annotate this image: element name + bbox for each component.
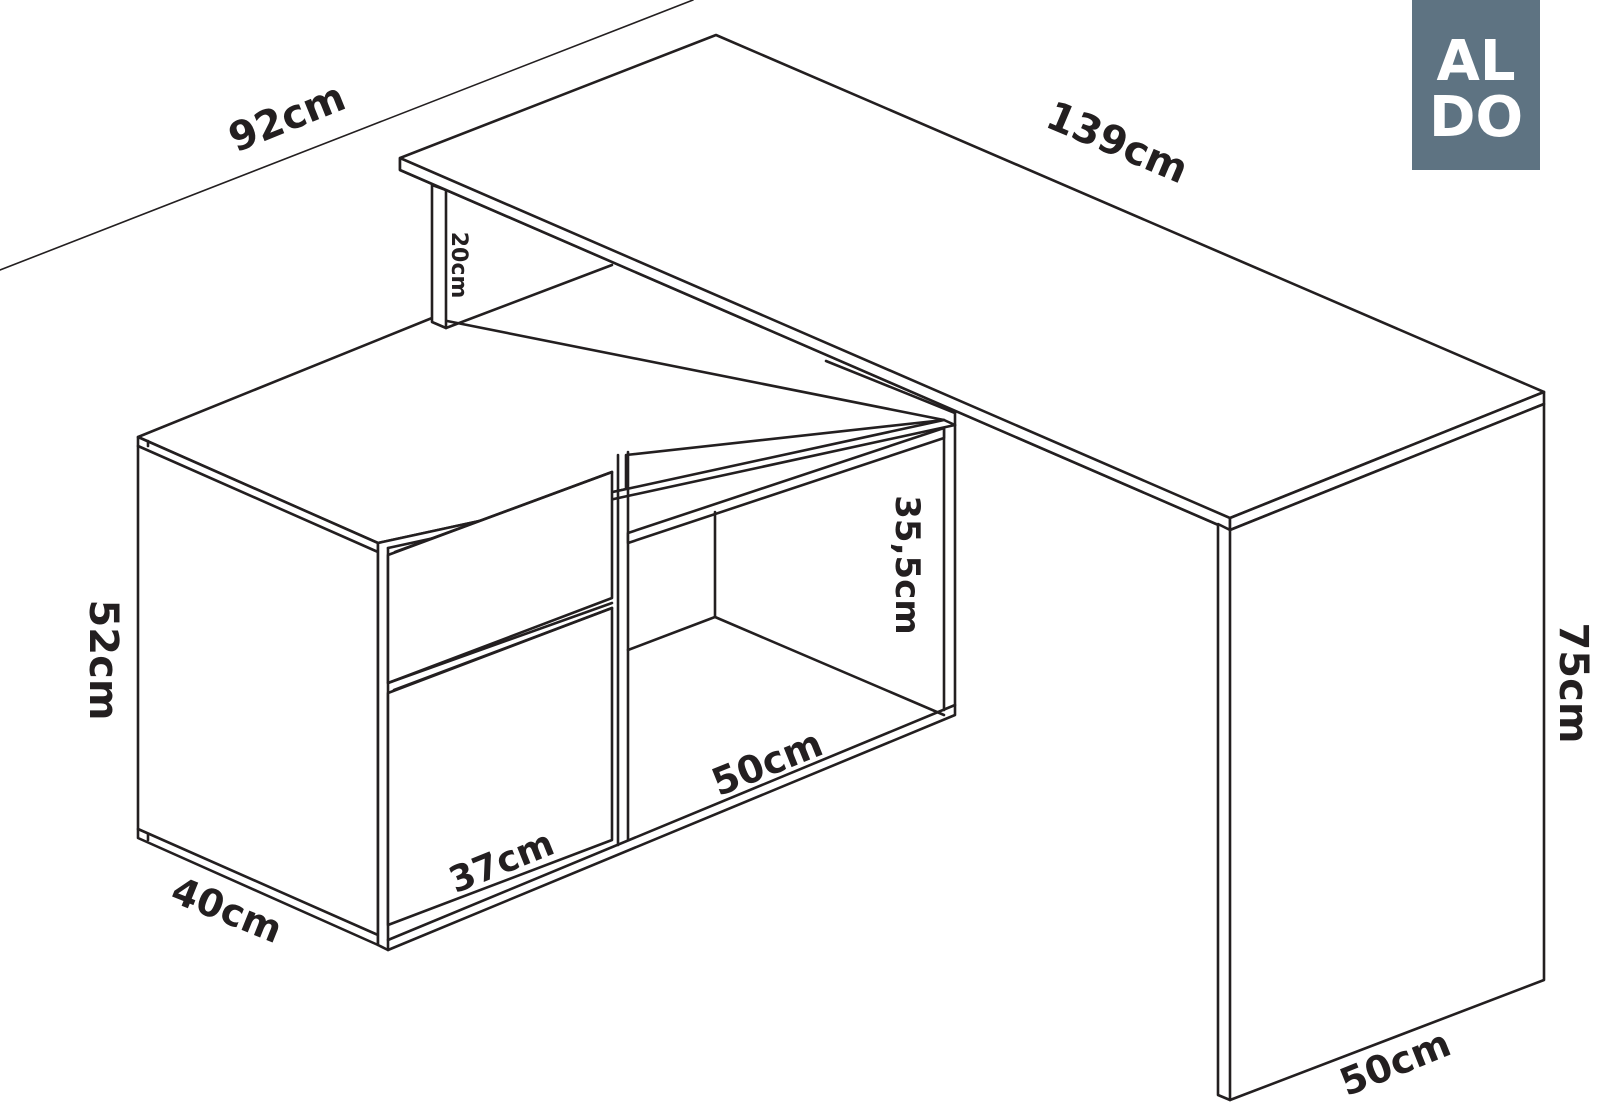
side-bottom-edge (136, 827, 380, 937)
logo-line-2: DO (1429, 85, 1523, 150)
desktop (398, 33, 1546, 532)
logo-background (1412, 0, 1540, 170)
upper-drawer-bottom (386, 601, 614, 685)
open-shelf-board (626, 426, 946, 545)
lower-drawer-handle (392, 606, 614, 692)
riser-board (430, 183, 448, 330)
open-back-floor-right (713, 615, 946, 717)
label-desk-depth: 92cm (222, 74, 351, 162)
label-open-shelf-height: 35,5cm (887, 495, 927, 634)
upper-drawer-handle (393, 470, 614, 554)
label-desk-width: 139cm (1040, 93, 1195, 194)
front-bottom-edge (386, 703, 957, 942)
logo-line-1: AL (1436, 29, 1515, 94)
depth-dimension-line (0, 0, 694, 271)
side-top-edge (136, 444, 380, 554)
label-cabinet-height: 52cm (80, 599, 126, 720)
label-desk-height: 75cm (1550, 622, 1596, 743)
desktop-under-shelf (824, 359, 957, 415)
open-back-floor-left (626, 615, 717, 652)
riser-base-edge (444, 263, 614, 330)
lower-cabinet (136, 316, 957, 952)
right-leg-panel (1216, 402, 1546, 1102)
aldo-logo: AL DO (1412, 0, 1540, 170)
label-riser-height: 20cm (446, 232, 471, 299)
